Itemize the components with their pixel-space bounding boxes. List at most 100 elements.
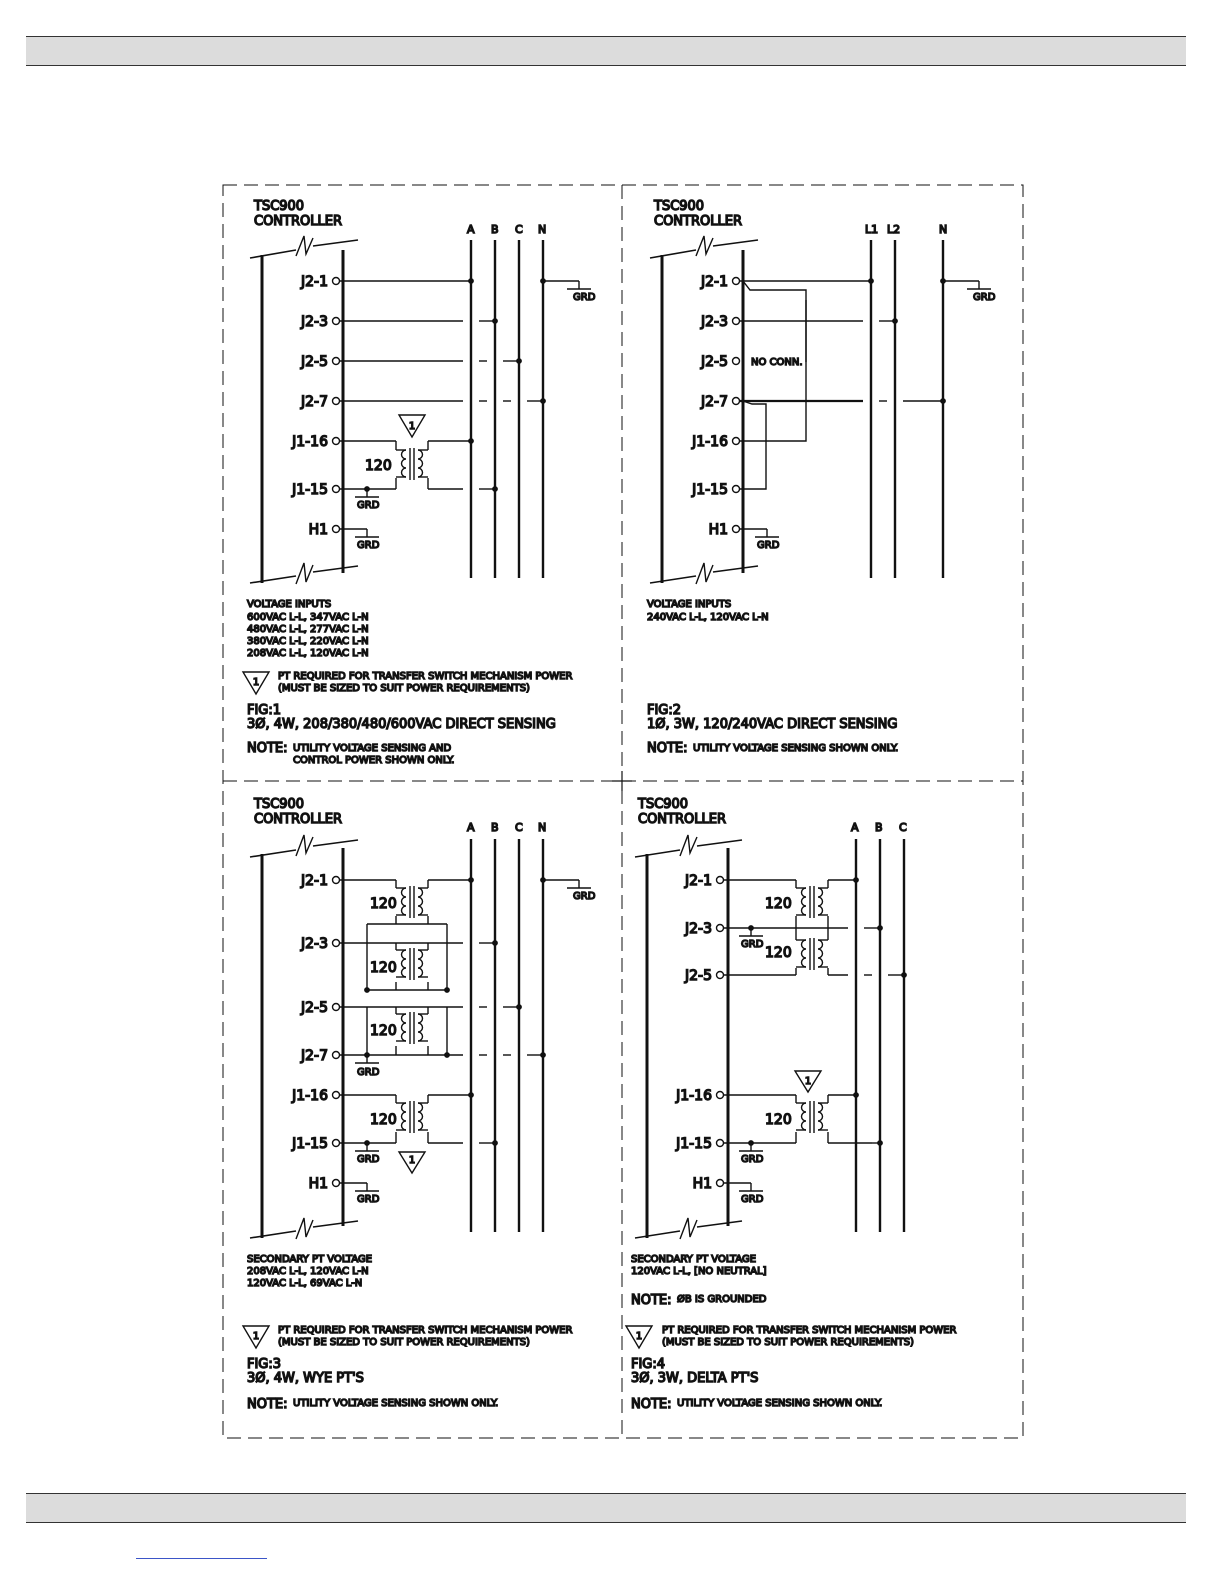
voltage-input-line: 600VAC L-L, 347VAC L-N	[247, 612, 369, 623]
ground-label: GRD	[357, 1194, 380, 1205]
phase-label-b: B	[491, 821, 499, 834]
ground-label: GRD	[973, 292, 996, 303]
pt-ratio: 120	[370, 896, 397, 912]
ground-symbols	[355, 288, 591, 538]
terminal-pins: J2-1 J2-3 J2-5 J1-16 J1-15 H1	[674, 872, 725, 1193]
phase-buses	[854, 839, 906, 1232]
pt-required-note: PT REQUIRED FOR TRANSFER SWITCH MECHANIS…	[662, 1325, 957, 1336]
pin-h1: H1	[309, 522, 328, 538]
pt-ratio: 120	[370, 1112, 397, 1128]
pin-j2-1: J2-1	[300, 274, 328, 290]
ground-label: GRD	[357, 1067, 380, 1078]
ground-label: GRD	[741, 1194, 764, 1205]
controller-label: CONTROLLER	[254, 812, 342, 827]
voltage-inputs-title: VOLTAGE INPUTS	[647, 599, 731, 610]
sensing-wires	[740, 278, 980, 537]
figure-description: 3Ø, 4W, 208/380/480/600VAC DIRECT SENSIN…	[247, 717, 556, 732]
note-label: NOTE:	[647, 741, 688, 756]
no-connection-label: NO CONN.	[751, 357, 803, 368]
phase-label-n: N	[538, 223, 546, 236]
phase-label-l2: L2	[887, 223, 900, 236]
phase-label-l1: L1	[865, 223, 878, 236]
pt-transformer	[396, 414, 428, 480]
pt-required-note: (MUST BE SIZED TO SUIT POWER REQUIREMENT…	[662, 1337, 914, 1348]
phase-buses	[469, 839, 545, 1232]
figure-3: TSC900 CONTROLLER A B C N J2-1 J2-3 J2-5…	[241, 796, 596, 1413]
pin-j2-5: J2-5	[684, 968, 712, 984]
pt-ratio: 120	[370, 960, 397, 976]
voltage-input-line: 480VAC L-L, 277VAC L-N	[247, 624, 369, 635]
pin-j1-15: J1-15	[291, 482, 328, 498]
phase-label-c: C	[515, 821, 523, 834]
terminal-pins: J2-1 J2-3 J2-5 J2-7 J1-16 J1-15 H1	[290, 872, 341, 1193]
pt-ratio: 120	[365, 458, 392, 474]
ground-symbols	[355, 887, 591, 1192]
note-label: NOTE:	[247, 1397, 288, 1412]
secondary-pt-line: 120VAC L-L, 69VAC L-N	[247, 1278, 362, 1289]
pt-ratio: 120	[765, 945, 792, 961]
pin-h1: H1	[309, 1176, 328, 1192]
pin-j1-15: J1-15	[291, 1136, 328, 1152]
pt-note-number: 1	[409, 1155, 415, 1166]
pt-transformers	[793, 886, 828, 1133]
pt-ratio: 120	[370, 1023, 397, 1039]
phase-label-c: C	[899, 821, 907, 834]
pin-j2-1: J2-1	[300, 873, 328, 889]
pt-note-number: 1	[253, 677, 259, 688]
terminal-pins: J2-1 J2-3 J2-5 J2-7 J1-16 J1-15 H1	[690, 273, 741, 539]
pt-note-number: 1	[409, 421, 415, 432]
pin-j1-16: J1-16	[291, 434, 328, 450]
pin-j2-1: J2-1	[684, 873, 712, 889]
ground-label: GRD	[573, 891, 596, 902]
controller-model: TSC900	[253, 199, 304, 214]
note-label: NOTE:	[247, 741, 288, 756]
voltage-input-line: 240VAC L-L, 120VAC L-N	[647, 612, 769, 623]
secondary-pt-title: SECONDARY PT VOLTAGE	[631, 1254, 756, 1265]
pt-required-note: PT REQUIRED FOR TRANSFER SWITCH MECHANIS…	[278, 671, 573, 682]
pin-j2-3: J2-3	[684, 921, 712, 937]
pin-j2-5: J2-5	[300, 354, 328, 370]
figure-4: TSC900 CONTROLLER A B C J2-1 J2-3 J2-5 J…	[624, 796, 957, 1413]
note-text: UTILITY VOLTAGE SENSING AND	[293, 743, 451, 754]
voltage-inputs-title: VOLTAGE INPUTS	[247, 599, 331, 610]
controller-box	[249, 834, 359, 1240]
phase-label-c: C	[515, 223, 523, 236]
terminal-pins: J2-1 J2-3 J2-5 J2-7 J1-16 J1-15 H1	[290, 273, 341, 539]
ground-label: GRD	[357, 540, 380, 551]
voltage-input-line: 208VAC L-L, 120VAC L-N	[247, 648, 369, 659]
note-label: NOTE:	[631, 1293, 672, 1308]
figure-description: 3Ø, 3W, DELTA PT'S	[631, 1371, 758, 1386]
phase-label-a: A	[467, 821, 475, 834]
pin-j1-16: J1-16	[675, 1088, 712, 1104]
grounding-note: ØB IS GROUNDED	[677, 1293, 767, 1305]
controller-box	[634, 834, 743, 1240]
note-text: UTILITY VOLTAGE SENSING SHOWN ONLY.	[693, 743, 898, 754]
note-text: UTILITY VOLTAGE SENSING SHOWN ONLY.	[677, 1398, 882, 1409]
pt-note-number: 1	[636, 1331, 642, 1342]
pt-required-note: (MUST BE SIZED TO SUIT POWER REQUIREMENT…	[278, 683, 530, 694]
ground-label: GRD	[573, 292, 596, 303]
phase-label-b: B	[875, 821, 883, 834]
pt-transformers	[396, 886, 428, 1175]
pt-required-note: (MUST BE SIZED TO SUIT POWER REQUIREMENT…	[278, 1337, 530, 1348]
ground-symbols	[739, 935, 763, 1192]
phase-label-n: N	[939, 223, 947, 236]
figure-number: FIG:2	[647, 703, 681, 718]
pin-j1-16: J1-16	[291, 1088, 328, 1104]
phase-label-a: A	[851, 821, 859, 834]
controller-model: TSC900	[653, 199, 704, 214]
pin-j1-15: J1-15	[691, 482, 728, 498]
header-bar	[26, 36, 1186, 66]
figure-number: FIG:1	[247, 703, 281, 718]
pin-j2-5: J2-5	[700, 354, 728, 370]
pin-j1-15: J1-15	[675, 1136, 712, 1152]
figure-description: 1Ø, 3W, 120/240VAC DIRECT SENSING	[647, 717, 897, 732]
footer-bar	[26, 1493, 1186, 1523]
pin-j2-3: J2-3	[300, 314, 328, 330]
voltage-input-line: 380VAC L-L, 220VAC L-N	[247, 636, 369, 647]
phase-buses	[469, 240, 545, 578]
controller-model: TSC900	[253, 797, 304, 812]
note-text: CONTROL POWER SHOWN ONLY.	[293, 755, 454, 766]
pin-h1: H1	[693, 1176, 712, 1192]
